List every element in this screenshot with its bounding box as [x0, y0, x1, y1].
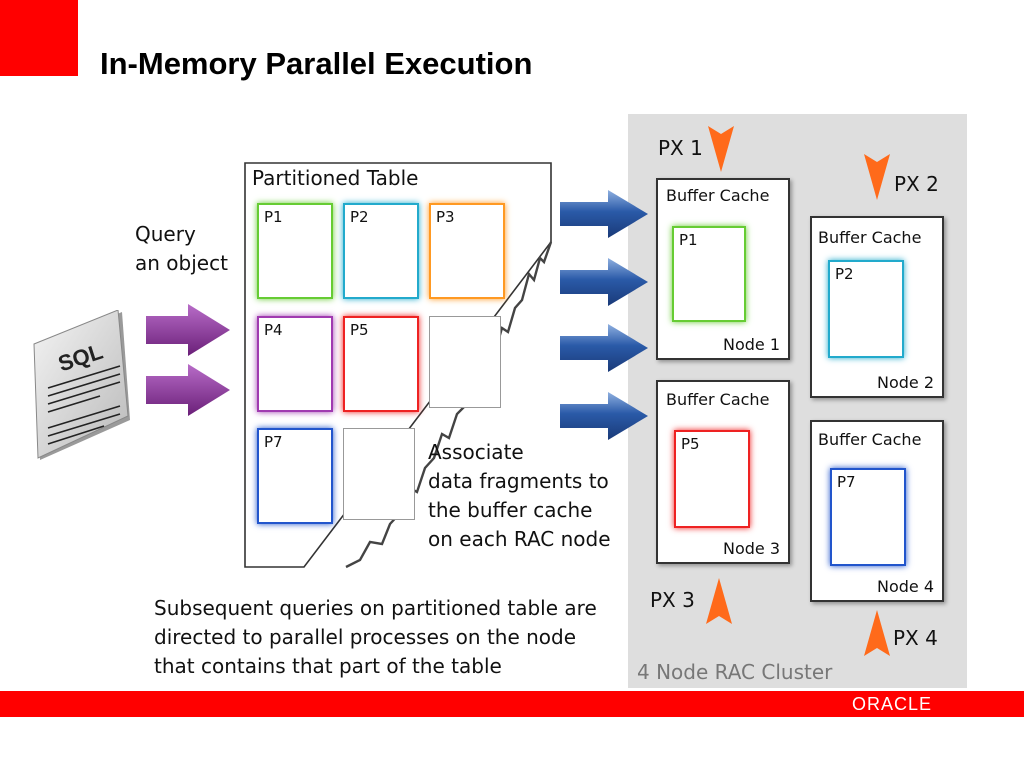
brand-red-square: [0, 0, 78, 76]
node-3-label: Node 3: [722, 539, 780, 558]
node-4-label: Node 4: [876, 577, 934, 596]
px4-label: PX 4: [893, 626, 938, 650]
table-partition-p6-empty: [429, 316, 501, 408]
node-1-partition: P1: [672, 226, 746, 322]
px1-arrow-icon: [708, 126, 734, 172]
subsequent-line-2: directed to parallel processes on the no…: [154, 625, 577, 649]
slide-title: In-Memory Parallel Execution: [100, 46, 533, 81]
associate-line-3: the buffer cache: [428, 498, 593, 522]
node-2-label: Node 2: [876, 373, 934, 392]
px4-arrow-icon: [864, 610, 890, 656]
table-partition-p8-empty: [343, 428, 415, 520]
partition-label: P1: [264, 208, 283, 226]
partition-label: P1: [679, 231, 698, 249]
node-1-label: Node 1: [722, 335, 780, 354]
sql-document-icon: [33, 310, 130, 460]
purple-arrow-2: [146, 364, 230, 416]
partition-label: P3: [436, 208, 455, 226]
node-4-partition: P7: [830, 468, 906, 566]
table-partition-p2: P2: [343, 203, 419, 299]
cluster-label: 4 Node RAC Cluster: [637, 660, 833, 684]
table-partition-p3: P3: [429, 203, 505, 299]
query-line-2: an object: [135, 251, 228, 275]
table-partition-p1: P1: [257, 203, 333, 299]
px2-arrow-icon: [864, 154, 890, 200]
table-partition-p4: P4: [257, 316, 333, 412]
px3-arrow-icon: [706, 578, 732, 624]
px2-label: PX 2: [894, 172, 939, 196]
subsequent-line-1: Subsequent queries on partitioned table …: [154, 596, 597, 620]
partition-label: P4: [264, 321, 283, 339]
blue-arrow-4: [560, 392, 648, 440]
associate-caption: Associate data fragments to the buffer c…: [428, 438, 611, 554]
distribution-arrows: [560, 190, 648, 440]
node-3-cache-title: Buffer Cache: [666, 390, 770, 409]
node-2-partition: P2: [828, 260, 904, 358]
px1-label: PX 1: [658, 136, 703, 160]
subsequent-line-3: that contains that part of the table: [154, 654, 502, 678]
blue-arrow-2: [560, 258, 648, 306]
node-1-cache-title: Buffer Cache: [666, 186, 770, 205]
blue-arrow-1: [560, 190, 648, 238]
node-1-box: Buffer Cache P1 Node 1: [656, 178, 790, 360]
node-3-partition: P5: [674, 430, 750, 528]
purple-arrow-1: [146, 304, 230, 356]
blue-arrow-3: [560, 324, 648, 372]
partition-label: P7: [264, 433, 283, 451]
table-partition-p5: P5: [343, 316, 419, 412]
subsequent-caption: Subsequent queries on partitioned table …: [154, 594, 597, 681]
table-partition-p7: P7: [257, 428, 333, 524]
partition-label: P2: [835, 265, 854, 283]
partitioned-table-title: Partitioned Table: [252, 166, 419, 190]
node-2-box: Buffer Cache P2 Node 2: [810, 216, 944, 398]
footer-bar: [0, 691, 1024, 717]
associate-line-4: on each RAC node: [428, 527, 611, 551]
node-2-cache-title: Buffer Cache: [818, 228, 922, 247]
associate-line-2: data fragments to: [428, 469, 609, 493]
associate-line-1: Associate: [428, 440, 524, 464]
partition-label: P7: [837, 473, 856, 491]
query-arrows: [146, 304, 230, 416]
partition-label: P5: [350, 321, 369, 339]
node-4-box: Buffer Cache P7 Node 4: [810, 420, 944, 602]
node-4-cache-title: Buffer Cache: [818, 430, 922, 449]
partition-label: P2: [350, 208, 369, 226]
node-3-box: Buffer Cache P5 Node 3: [656, 380, 790, 564]
px3-label: PX 3: [650, 588, 695, 612]
query-line-1: Query: [135, 222, 196, 246]
partition-label: P5: [681, 435, 700, 453]
oracle-logo: ORACLE: [852, 694, 933, 714]
query-text: Query an object: [135, 220, 228, 278]
